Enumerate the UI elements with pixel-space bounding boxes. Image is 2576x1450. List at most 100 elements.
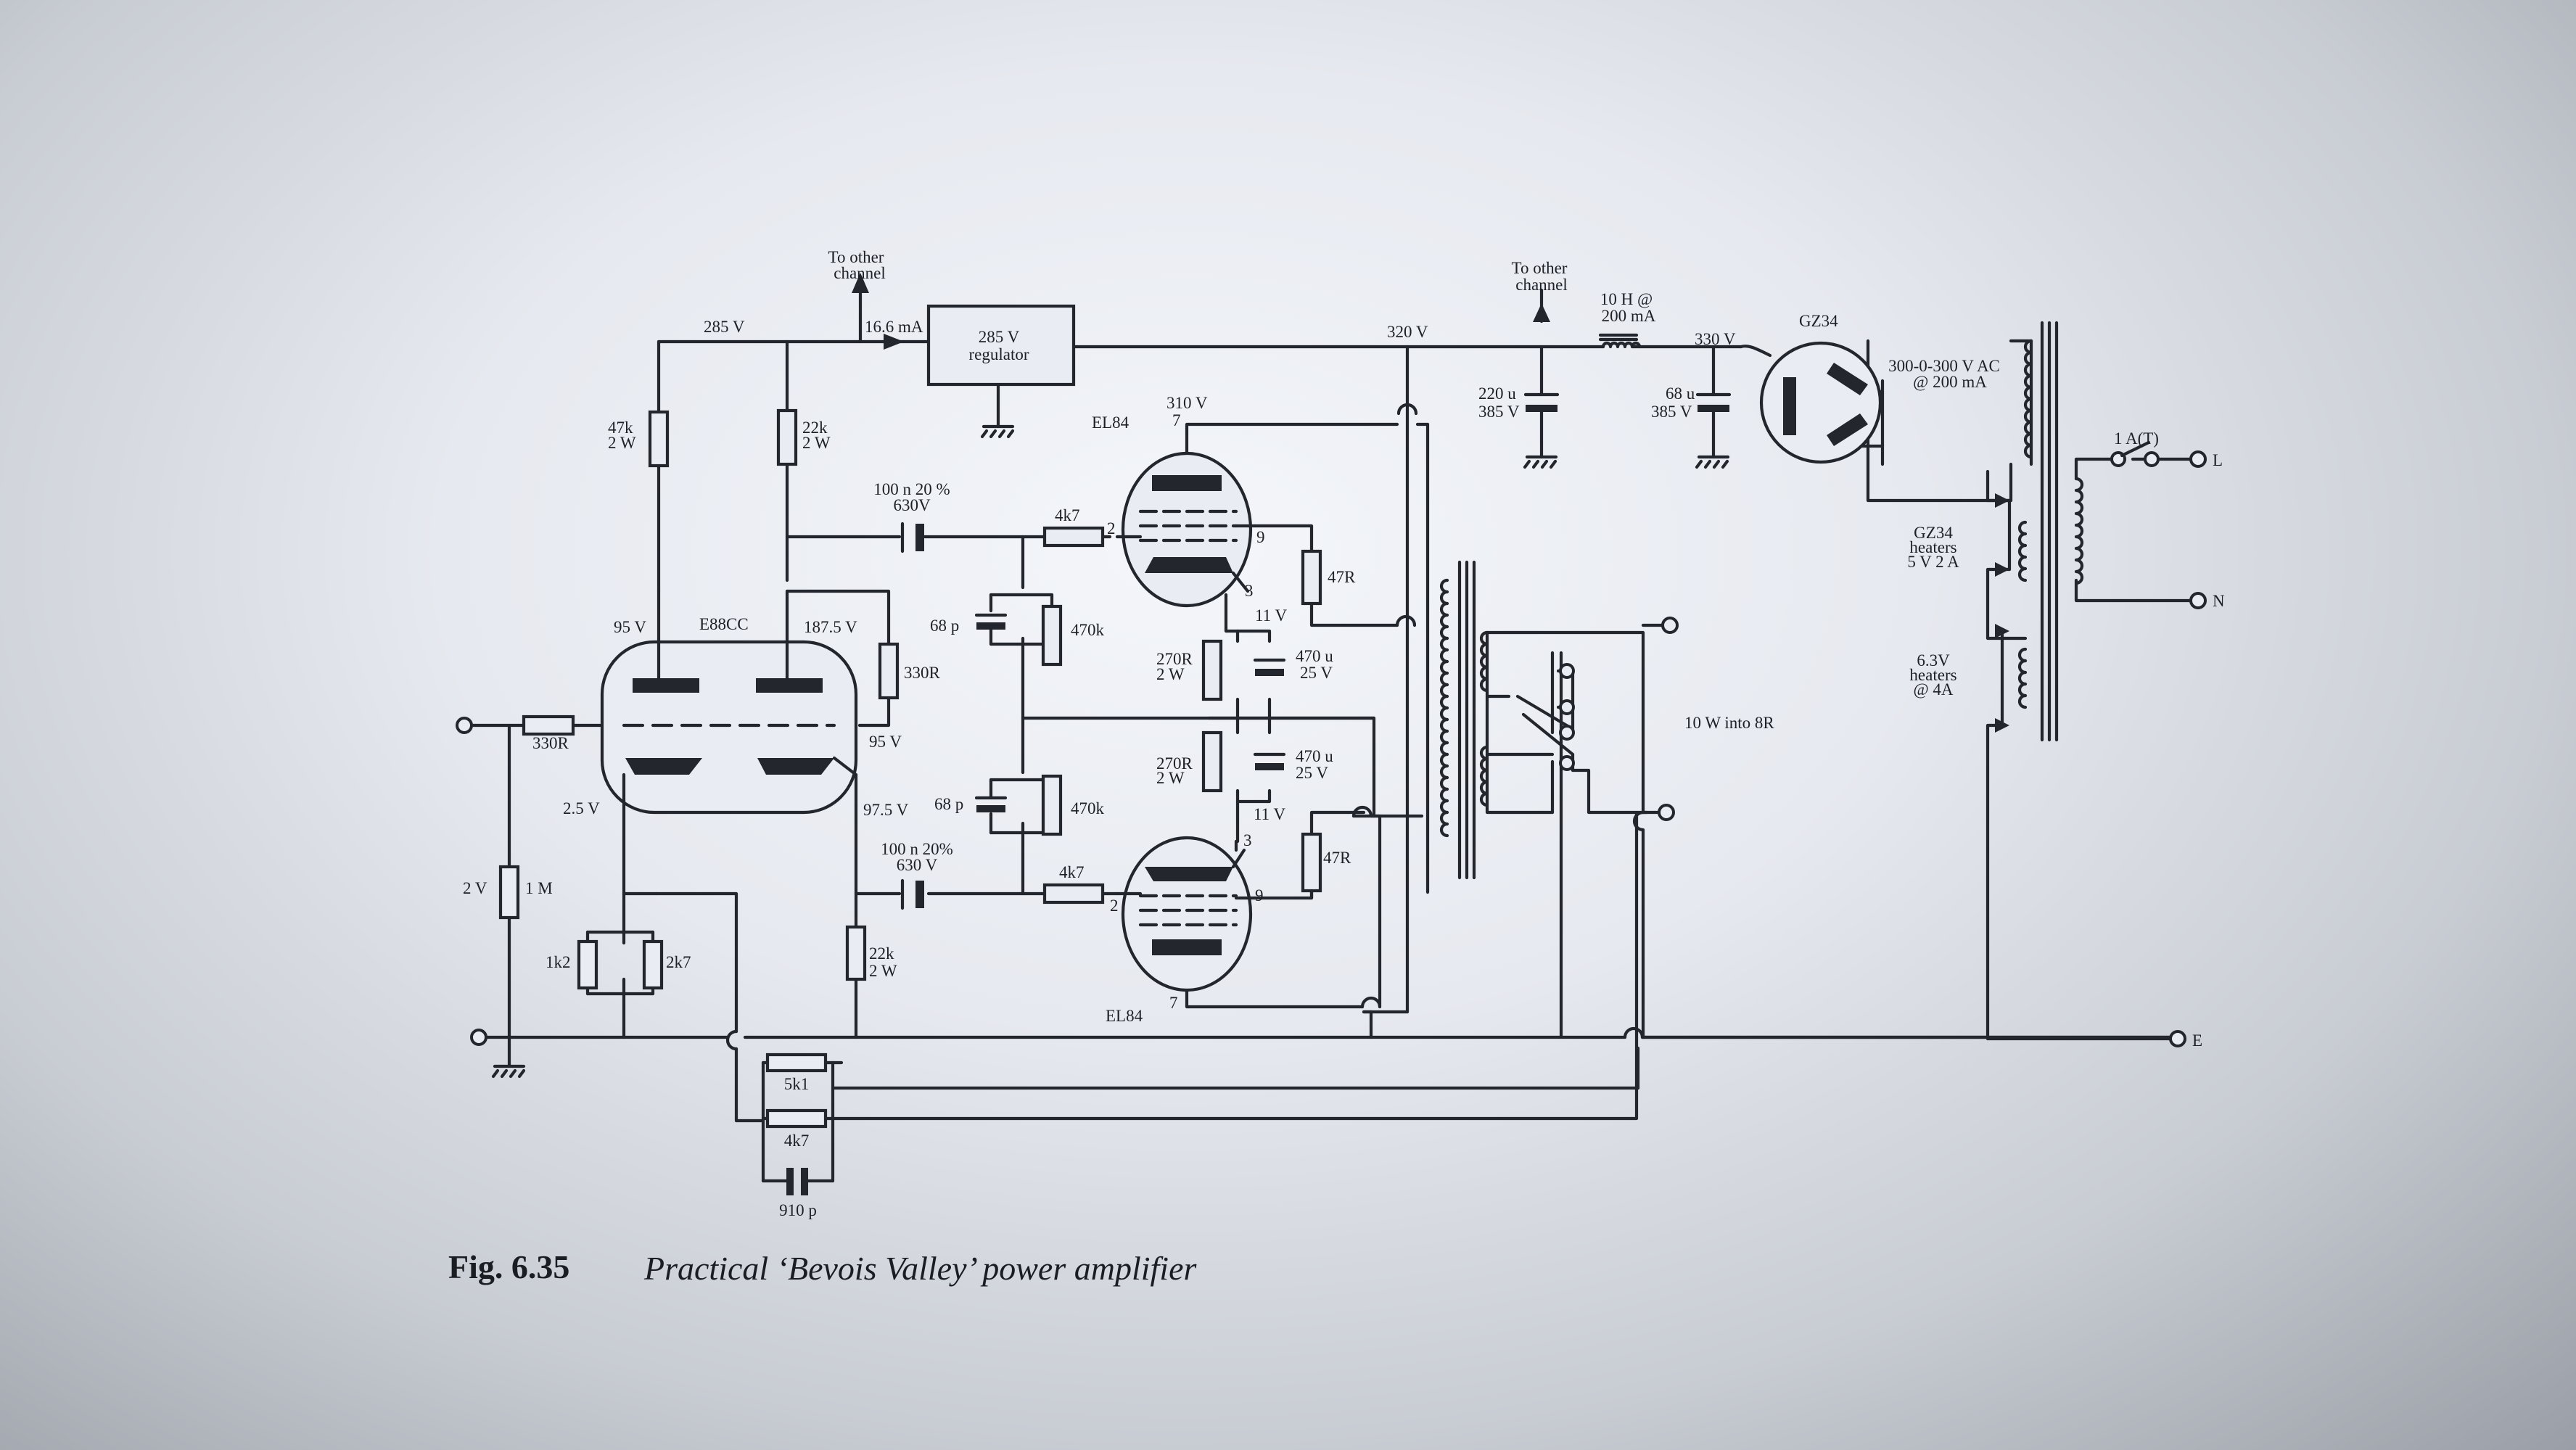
pin3-bot: 3 [1243,831,1252,849]
c68p-top: 68 p [930,617,959,635]
gz34-rectifier [1759,341,1882,464]
pin9-top: 9 [1256,528,1265,546]
pin2-top: 2 [1107,519,1116,537]
choke-label-1: 10 H @ [1600,290,1653,308]
v95-left: 95 V [614,618,646,636]
r470k-top: 470k [1071,621,1105,639]
cap-470u-bot-2: 25 V [1296,764,1328,782]
cap-100n-top-2: 630V [893,496,931,514]
r4k7-bot: 4k7 [1059,863,1085,881]
figure-number: Fig. 6.35 [448,1248,569,1285]
c910p-label: 910 p [779,1201,817,1219]
cap-100n-bot-1: 100 n 20% [881,840,953,858]
cap-470u-top-1: 470 u [1296,647,1333,665]
line-n-label: N [2213,592,2225,610]
to-other-channel-right-1: To other [1512,259,1568,277]
pin3-top: 3 [1245,582,1254,600]
cap-100n-bot-2: 630 V [897,856,938,874]
cap-68u-2: 385 V [1651,403,1692,421]
output-transformer [1425,422,1489,894]
heaters-63-2: heaters [1909,666,1956,684]
e88cc-tube [600,589,858,815]
r47r-bot: 47R [1323,849,1351,867]
v2-label: 2 V [463,879,487,897]
secondary-label-1: 300-0-300 V AC [1888,357,2000,375]
rectifier-label: GZ34 [1799,312,1838,330]
v187-5: 187.5 V [804,618,857,636]
figure-caption: Fig. 6.35 Practical ‘Bevois Valley’ powe… [448,1248,1197,1287]
c68p-bot: 68 p [934,795,963,813]
heaters-63-3: @ 4A [1913,680,1953,699]
cap-100n-top-1: 100 n 20 % [873,480,950,498]
cap-470u-bot-1: 470 u [1296,747,1333,765]
r270r-top-1: 270R [1156,650,1193,668]
r22k-top-2: 2 W [802,434,831,452]
v95-right: 95 V [869,733,902,751]
figure-title: Practical ‘Bevois Valley’ power amplifie… [643,1250,1197,1287]
pin7-bot: 7 [1169,994,1178,1012]
secondary-label-2: @ 200 mA [1913,373,1987,391]
el84-bot-label: EL84 [1106,1007,1143,1025]
r47r-top: 47R [1328,568,1356,586]
r5k1-label: 5k1 [784,1075,810,1093]
gz34-heaters-1: GZ34 [1914,524,1953,542]
v2-5: 2.5 V [563,799,600,817]
r270r-top-2: 2 W [1156,665,1185,683]
el84-top-label: EL84 [1092,413,1129,432]
gz34-heaters-3: 5 V 2 A [1907,553,1959,571]
labels: To other channel 16.6 mA 285 V 285 V reg… [463,248,2225,1219]
label-285v: 285 V [704,318,745,336]
heaters-63-1: 6.3V [1917,651,1950,670]
resistors [498,408,1322,1129]
r270r-bot-1: 270R [1156,754,1193,773]
cap-470u-top-2: 25 V [1300,664,1333,682]
r22k-bot-1: 22k [869,944,894,963]
r47k-1: 47k [608,419,633,437]
to-other-channel-right-2: channel [1515,276,1568,294]
r470k-bot: 470k [1071,799,1105,817]
mains-transformer [2017,321,2160,742]
capacitors [786,392,1732,1195]
cap-220u-1: 220 u [1478,384,1516,403]
choke [1598,333,1642,349]
pin7-top: 7 [1172,411,1181,429]
r330r-input: 330R [532,734,569,752]
r47k-2: 2 W [608,434,636,452]
e88cc-label: E88CC [699,615,749,633]
to-other-channel-left-2: channel [834,264,886,282]
v97-5: 97.5 V [863,801,909,819]
pin2-bot: 2 [1110,897,1119,915]
label-330v: 330 V [1695,330,1736,348]
regulator-label-1: 285 V [979,328,1020,346]
terminals [456,450,2207,1047]
r270r-bot-2: 2 W [1156,769,1185,787]
pin9-bot: 9 [1255,886,1264,905]
cap-220u-2: 385 V [1478,403,1520,421]
v11-bot: 11 V [1254,805,1285,823]
r4k7-top: 4k7 [1055,506,1080,524]
v11-top: 11 V [1255,606,1287,625]
regulator-label-2: regulator [968,345,1029,363]
label-16-6ma: 16.6 mA [865,318,923,336]
r330r-right: 330R [904,664,941,682]
r4k7-fb-label: 4k7 [784,1132,810,1150]
to-other-channel-left-1: To other [828,248,884,266]
el84-top-tube [1115,451,1257,608]
el84-bottom-tube [1115,836,1257,992]
v310-label: 310 V [1166,394,1208,412]
choke-label-2: 200 mA [1602,307,1656,325]
label-320v: 320 V [1387,323,1428,341]
r22k-top-1: 22k [802,419,828,437]
r1k2-label: 1k2 [546,953,571,971]
fuse-label: 1 A(T) [2114,429,2159,448]
line-l-label: L [2213,451,2223,469]
cap-68u-1: 68 u [1666,384,1695,403]
r1m-label: 1 M [525,879,553,897]
r2k7-label: 2k7 [666,953,691,971]
earth-e-label: E [2192,1031,2202,1050]
gz34-heaters-2: heaters [1909,538,1956,556]
output-rating-label: 10 W into 8R [1684,714,1774,732]
r22k-bot-2: 2 W [869,962,897,980]
